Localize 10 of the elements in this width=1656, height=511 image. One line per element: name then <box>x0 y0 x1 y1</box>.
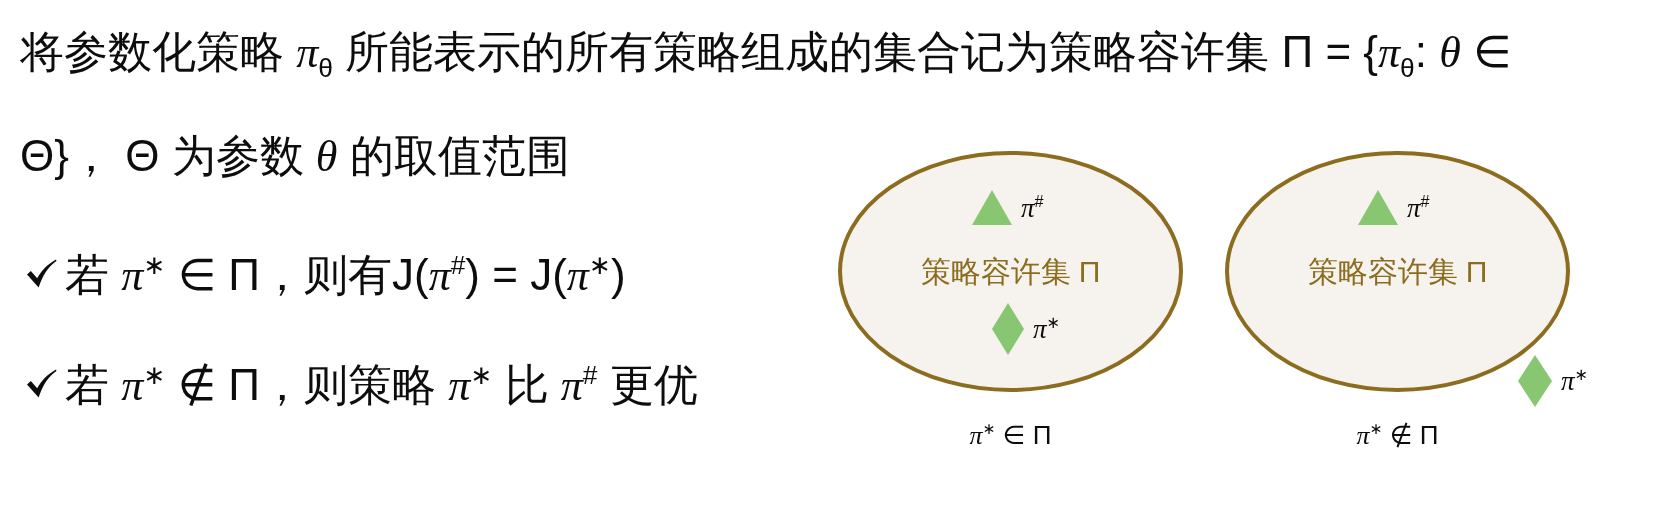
set-label: 策略容许集 Π <box>920 253 1101 289</box>
condition-text: 若 π$^{∗}$ ∉ Π，则策略 π$^{∗}$ 比 π$^{#}$ 更优 <box>65 360 698 409</box>
set-caption: π$^{∗}$ ∈ Π <box>969 420 1052 451</box>
condition-text: 若 π$^{∗}$ ∈ Π，则有J(π$^{#}$) = J(π$^{∗}$) <box>65 250 626 299</box>
set-label: 策略容许集 Π <box>1307 253 1488 289</box>
policy-label: π$^{∗}$ <box>1561 365 1589 397</box>
policy-label: π$^{#}$ <box>1021 192 1044 223</box>
policy-label: π$^{∗}$ <box>1033 313 1061 345</box>
set-caption: π$^{∗}$ ∉ Π <box>1356 420 1439 451</box>
policy-label: π$^{#}$ <box>1407 192 1430 223</box>
